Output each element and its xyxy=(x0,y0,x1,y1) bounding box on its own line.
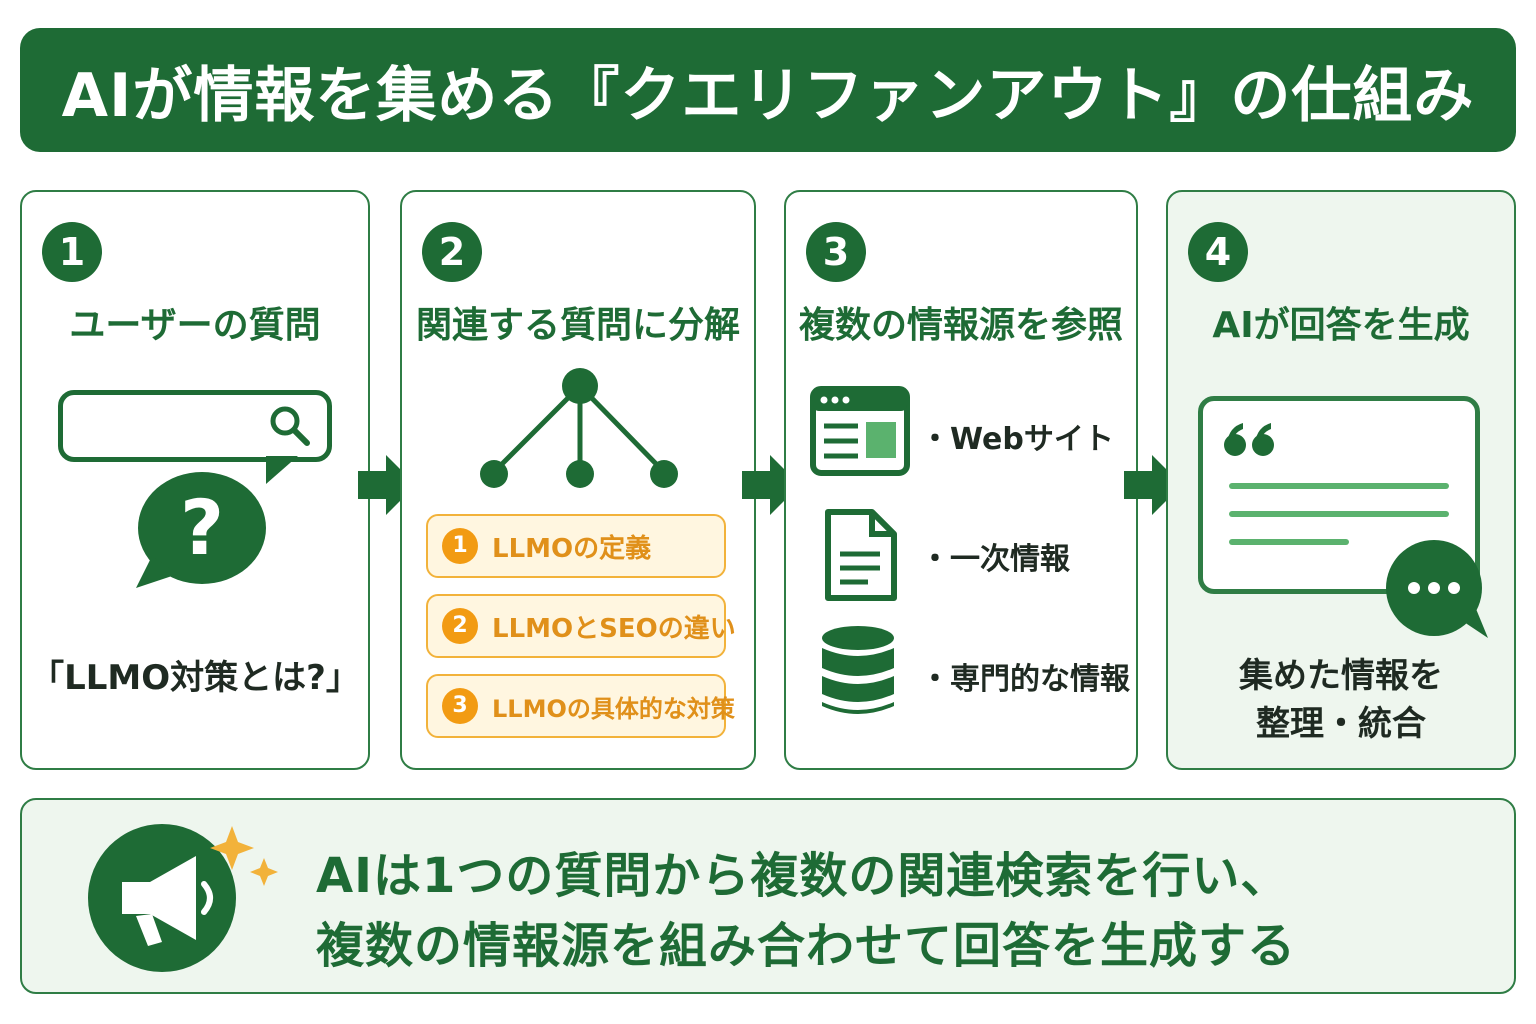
question-bubble-icon: ? xyxy=(136,472,266,588)
title-banner: AIが情報を集める『クエリファンアウト』の仕組み xyxy=(20,28,1516,152)
step-number-2: 2 xyxy=(422,222,482,282)
source-label-2: 一次情報 xyxy=(920,534,1070,578)
subquery-number-3: 3 xyxy=(442,688,478,724)
user-question: 「LLMO対策とは?」 xyxy=(30,658,360,698)
quote-icon xyxy=(1224,423,1274,456)
document-icon xyxy=(825,509,897,601)
subquery-label-3: LLMOの具体的な対策 xyxy=(492,694,735,723)
search-box xyxy=(58,390,332,462)
subquery-label-1: LLMOの定義 xyxy=(492,533,652,564)
subquery-number-2: 2 xyxy=(442,608,478,644)
tree-branch-icon xyxy=(480,368,678,488)
summary-line-2: 複数の情報源を組み合わせて回答を生成する xyxy=(316,918,1297,974)
step-card-3: 3 複数の情報源を参照 Webサイト 一次情報 専門的な情報 xyxy=(784,190,1138,770)
summary-panel: AIは1つの質問から複数の関連検索を行い、 複数の情報源を組み合わせて回答を生成… xyxy=(20,798,1516,994)
answer-summary: 集めた情報を 整理・統合 xyxy=(1168,652,1514,748)
step-title-2: 関連する質問に分解 xyxy=(415,305,740,346)
megaphone-icon xyxy=(88,824,278,972)
source-label-1: Webサイト xyxy=(920,414,1114,458)
step-title-3: 複数の情報源を参照 xyxy=(798,305,1123,346)
browser-window-icon xyxy=(810,386,910,476)
chat-bubble-icon xyxy=(1386,540,1488,638)
database-icon xyxy=(822,626,894,714)
arrow-right-icon xyxy=(358,455,416,515)
step-card-1: 1 ユーザーの質問 ? 「LLMO対策とは?」 xyxy=(20,190,370,770)
step-card-2: 2 関連する質問に分解 1 LLMOの定義 2 LLMOとSEOの違い 3 LL… xyxy=(400,190,756,770)
svg-text:?: ? xyxy=(180,483,224,572)
speech-tail-icon xyxy=(266,456,298,484)
arrow-right-icon xyxy=(742,455,800,515)
summary-line-1: AIは1つの質問から複数の関連検索を行い、 xyxy=(316,848,1290,904)
subquery-2: 2 LLMOとSEOの違い xyxy=(426,594,736,658)
answer-summary-line-1: 集めた情報を xyxy=(1239,656,1443,696)
search-icon xyxy=(270,406,310,446)
answer-line xyxy=(1229,483,1449,489)
step-number-3: 3 xyxy=(806,222,866,282)
answer-line xyxy=(1229,511,1449,517)
subquery-3: 3 LLMOの具体的な対策 xyxy=(426,674,735,738)
answer-summary-line-2: 整理・統合 xyxy=(1256,704,1426,744)
subquery-number-1: 1 xyxy=(442,528,478,564)
step-title-4: AIが回答を生成 xyxy=(1212,305,1470,346)
arrow-right-icon xyxy=(1124,455,1182,515)
page-title: AIが情報を集める『クエリファンアウト』の仕組み xyxy=(61,60,1475,131)
step-card-4: 4 AIが回答を生成 集めた情報を 整理・統合 xyxy=(1166,190,1516,770)
answer-line xyxy=(1229,539,1349,545)
step-number-1: 1 xyxy=(42,222,102,282)
step-number-4: 4 xyxy=(1188,222,1248,282)
subquery-1: 1 LLMOの定義 xyxy=(426,514,726,578)
subquery-label-2: LLMOとSEOの違い xyxy=(492,613,736,644)
step-title-1: ユーザーの質問 xyxy=(69,305,321,346)
source-label-3: 専門的な情報 xyxy=(920,654,1130,698)
